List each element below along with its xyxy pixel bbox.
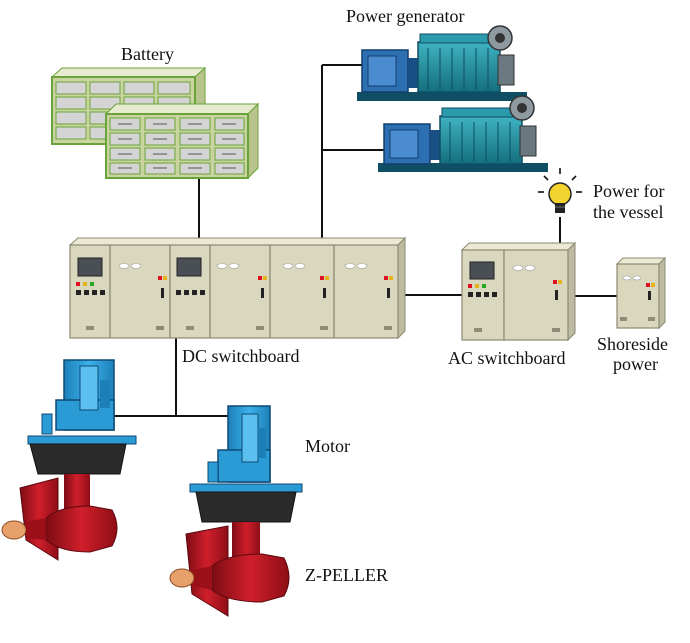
switchboard-icon bbox=[615, 256, 667, 330]
propeller-icon bbox=[1, 443, 127, 561]
z-peller-label: Z-PELLER bbox=[305, 565, 388, 585]
motor-label: Motor bbox=[305, 436, 350, 456]
generator-icon bbox=[357, 25, 548, 172]
light-bulb-icon bbox=[538, 168, 582, 213]
battery-label: Battery bbox=[121, 44, 174, 64]
power-for-vessel-label-line1: Power for bbox=[593, 181, 665, 201]
propeller-icon bbox=[169, 491, 297, 617]
dc-switchboard-label: DC switchboard bbox=[182, 346, 300, 366]
shoreside-power-label-line2: power bbox=[613, 354, 658, 374]
switchboard-icon bbox=[68, 236, 407, 340]
power-generator-label: Power generator bbox=[346, 6, 465, 26]
motor-icon bbox=[27, 359, 137, 445]
ac-switchboard-label: AC switchboard bbox=[448, 348, 566, 368]
power-for-vessel-label-line2: the vessel bbox=[593, 202, 664, 222]
shoreside-power-label-line1: Shoreside bbox=[597, 334, 668, 354]
switchboard-icon bbox=[460, 241, 577, 342]
battery-icon bbox=[50, 66, 260, 180]
motor-icon bbox=[189, 405, 303, 493]
